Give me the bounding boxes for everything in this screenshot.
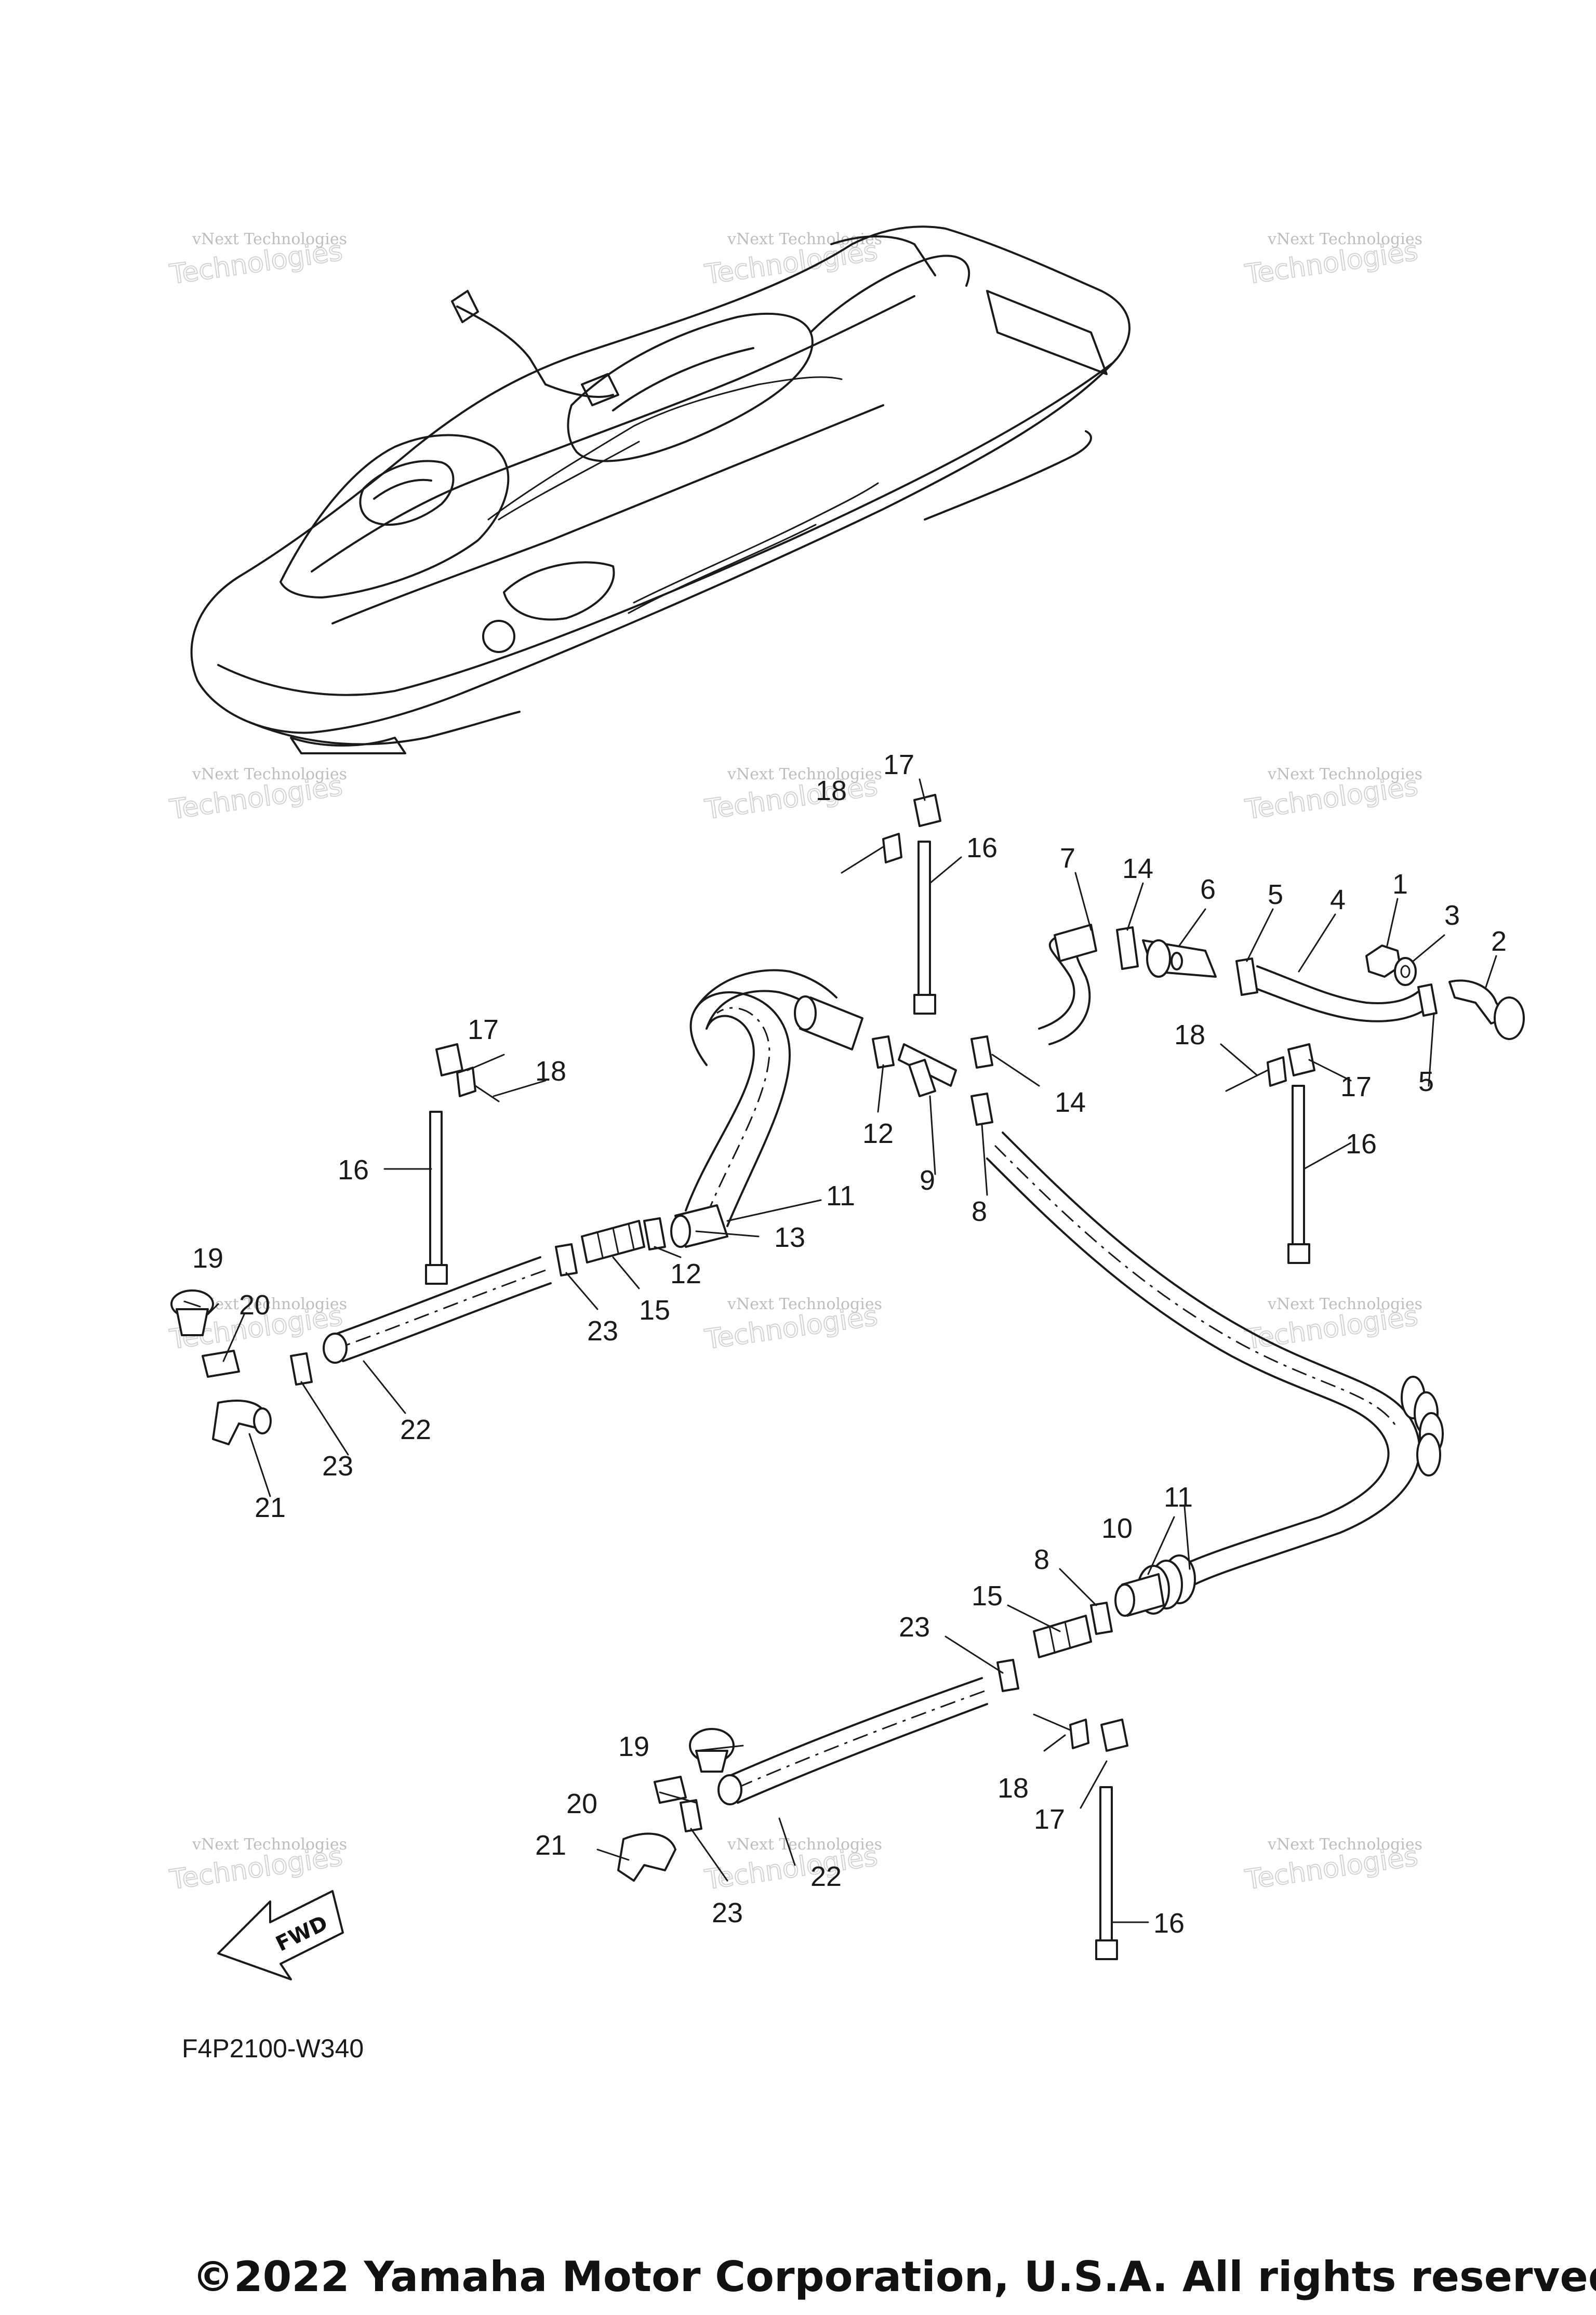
callout-7: 7 [1060, 843, 1075, 874]
callout-16: 16 [338, 1154, 369, 1186]
svg-text:vNext Technologies: vNext Technologies [727, 1295, 882, 1313]
callout-19: 19 [192, 1243, 223, 1274]
callout-21: 21 [255, 1492, 286, 1523]
watermark: Technologies vNext Technologies [167, 1835, 347, 1896]
callout-20: 20 [566, 1788, 597, 1819]
callout-12: 12 [862, 1118, 894, 1149]
callout-11: 11 [826, 1180, 855, 1212]
callout-10: 10 [1101, 1513, 1133, 1544]
svg-text:vNext Technologies: vNext Technologies [192, 230, 347, 248]
svg-text:vNext Technologies: vNext Technologies [192, 1835, 347, 1854]
callout-21: 21 [535, 1830, 566, 1861]
callout-18: 18 [1174, 1019, 1205, 1050]
callout-5: 5 [1418, 1066, 1434, 1097]
watermark: Technologies vNext Technologies [167, 230, 347, 291]
center-fittings [555, 995, 993, 1276]
callout-14: 14 [1122, 853, 1153, 884]
callout-18: 18 [535, 1056, 566, 1087]
callout-23: 23 [712, 1897, 743, 1928]
callout-22: 22 [810, 1861, 842, 1892]
callout-16: 16 [1153, 1908, 1185, 1939]
callout-17: 17 [883, 749, 914, 780]
callout-3: 3 [1444, 900, 1460, 931]
callout-17: 17 [1034, 1804, 1065, 1835]
callout-8: 8 [972, 1196, 987, 1227]
callout-8: 8 [1034, 1544, 1049, 1575]
svg-text:vNext Technologies: vNext Technologies [1267, 765, 1422, 783]
watermarks: Technologies vNext Technologies Technolo… [167, 230, 1422, 1896]
callout-12: 12 [670, 1258, 701, 1289]
watermark: Technologies vNext Technologies [1243, 765, 1422, 826]
callout-11: 11 [1164, 1482, 1193, 1513]
callout-2: 2 [1491, 926, 1507, 957]
callout-15: 15 [972, 1580, 1003, 1612]
svg-text:vNext Technologies: vNext Technologies [192, 765, 347, 783]
fwd-arrow: FWD [217, 1890, 344, 1980]
upper-hoses [1038, 924, 1525, 1045]
lower-assembly [617, 1573, 1165, 1882]
callout-14: 14 [1055, 1087, 1086, 1118]
watermark: Technologies vNext Technologies [702, 1295, 882, 1356]
cable-ties [425, 794, 1315, 1960]
callout-9: 9 [920, 1165, 935, 1196]
callout-23: 23 [899, 1612, 930, 1643]
callout-13: 13 [774, 1222, 805, 1253]
callout-17: 17 [1340, 1071, 1372, 1102]
main-hose [685, 969, 1444, 1615]
watermark: Technologies vNext Technologies [1243, 1295, 1422, 1356]
leader-lines [207, 778, 1497, 1923]
svg-text:vNext Technologies: vNext Technologies [1267, 1295, 1422, 1313]
svg-text:vNext Technologies: vNext Technologies [727, 230, 882, 248]
watermark: Technologies vNext Technologies [1243, 1835, 1422, 1896]
watermark: Technologies vNext Technologies [1243, 230, 1422, 291]
copyright-notice: ©2022 Yamaha Motor Corporation, U.S.A. A… [192, 2253, 1596, 2301]
svg-text:vNext Technologies: vNext Technologies [1267, 230, 1422, 248]
svg-text:vNext Technologies: vNext Technologies [1267, 1835, 1422, 1854]
callout-5: 5 [1268, 879, 1283, 910]
watermark: Technologies vNext Technologies [167, 765, 347, 826]
watermark: Technologies vNext Technologies [702, 765, 882, 826]
callout-19: 19 [618, 1731, 649, 1762]
callout-17: 17 [468, 1014, 499, 1045]
callout-16: 16 [966, 832, 998, 863]
callout-4: 4 [1330, 884, 1346, 915]
watercraft-illustration [190, 225, 1130, 754]
callout-16: 16 [1346, 1128, 1377, 1160]
callout-23: 23 [587, 1315, 618, 1347]
watermark: Technologies vNext Technologies [702, 1835, 882, 1896]
callout-20: 20 [239, 1289, 270, 1321]
svg-text:vNext Technologies: vNext Technologies [727, 1835, 882, 1854]
callout-15: 15 [639, 1295, 670, 1326]
callout-labels: 1 2 3 4 5 5 6 7 14 14 17 18 16 12 9 8 11… [192, 749, 1507, 1939]
left-assembly [170, 1256, 552, 1445]
callout-18: 18 [998, 1773, 1029, 1804]
callout-18: 18 [816, 775, 847, 806]
callout-23: 23 [322, 1451, 353, 1482]
svg-text:vNext Technologies: vNext Technologies [727, 765, 882, 783]
diagram-code: F4P2100-W340 [182, 2034, 364, 2063]
callout-6: 6 [1200, 874, 1216, 905]
callout-22: 22 [400, 1414, 431, 1445]
callout-1: 1 [1392, 869, 1408, 900]
